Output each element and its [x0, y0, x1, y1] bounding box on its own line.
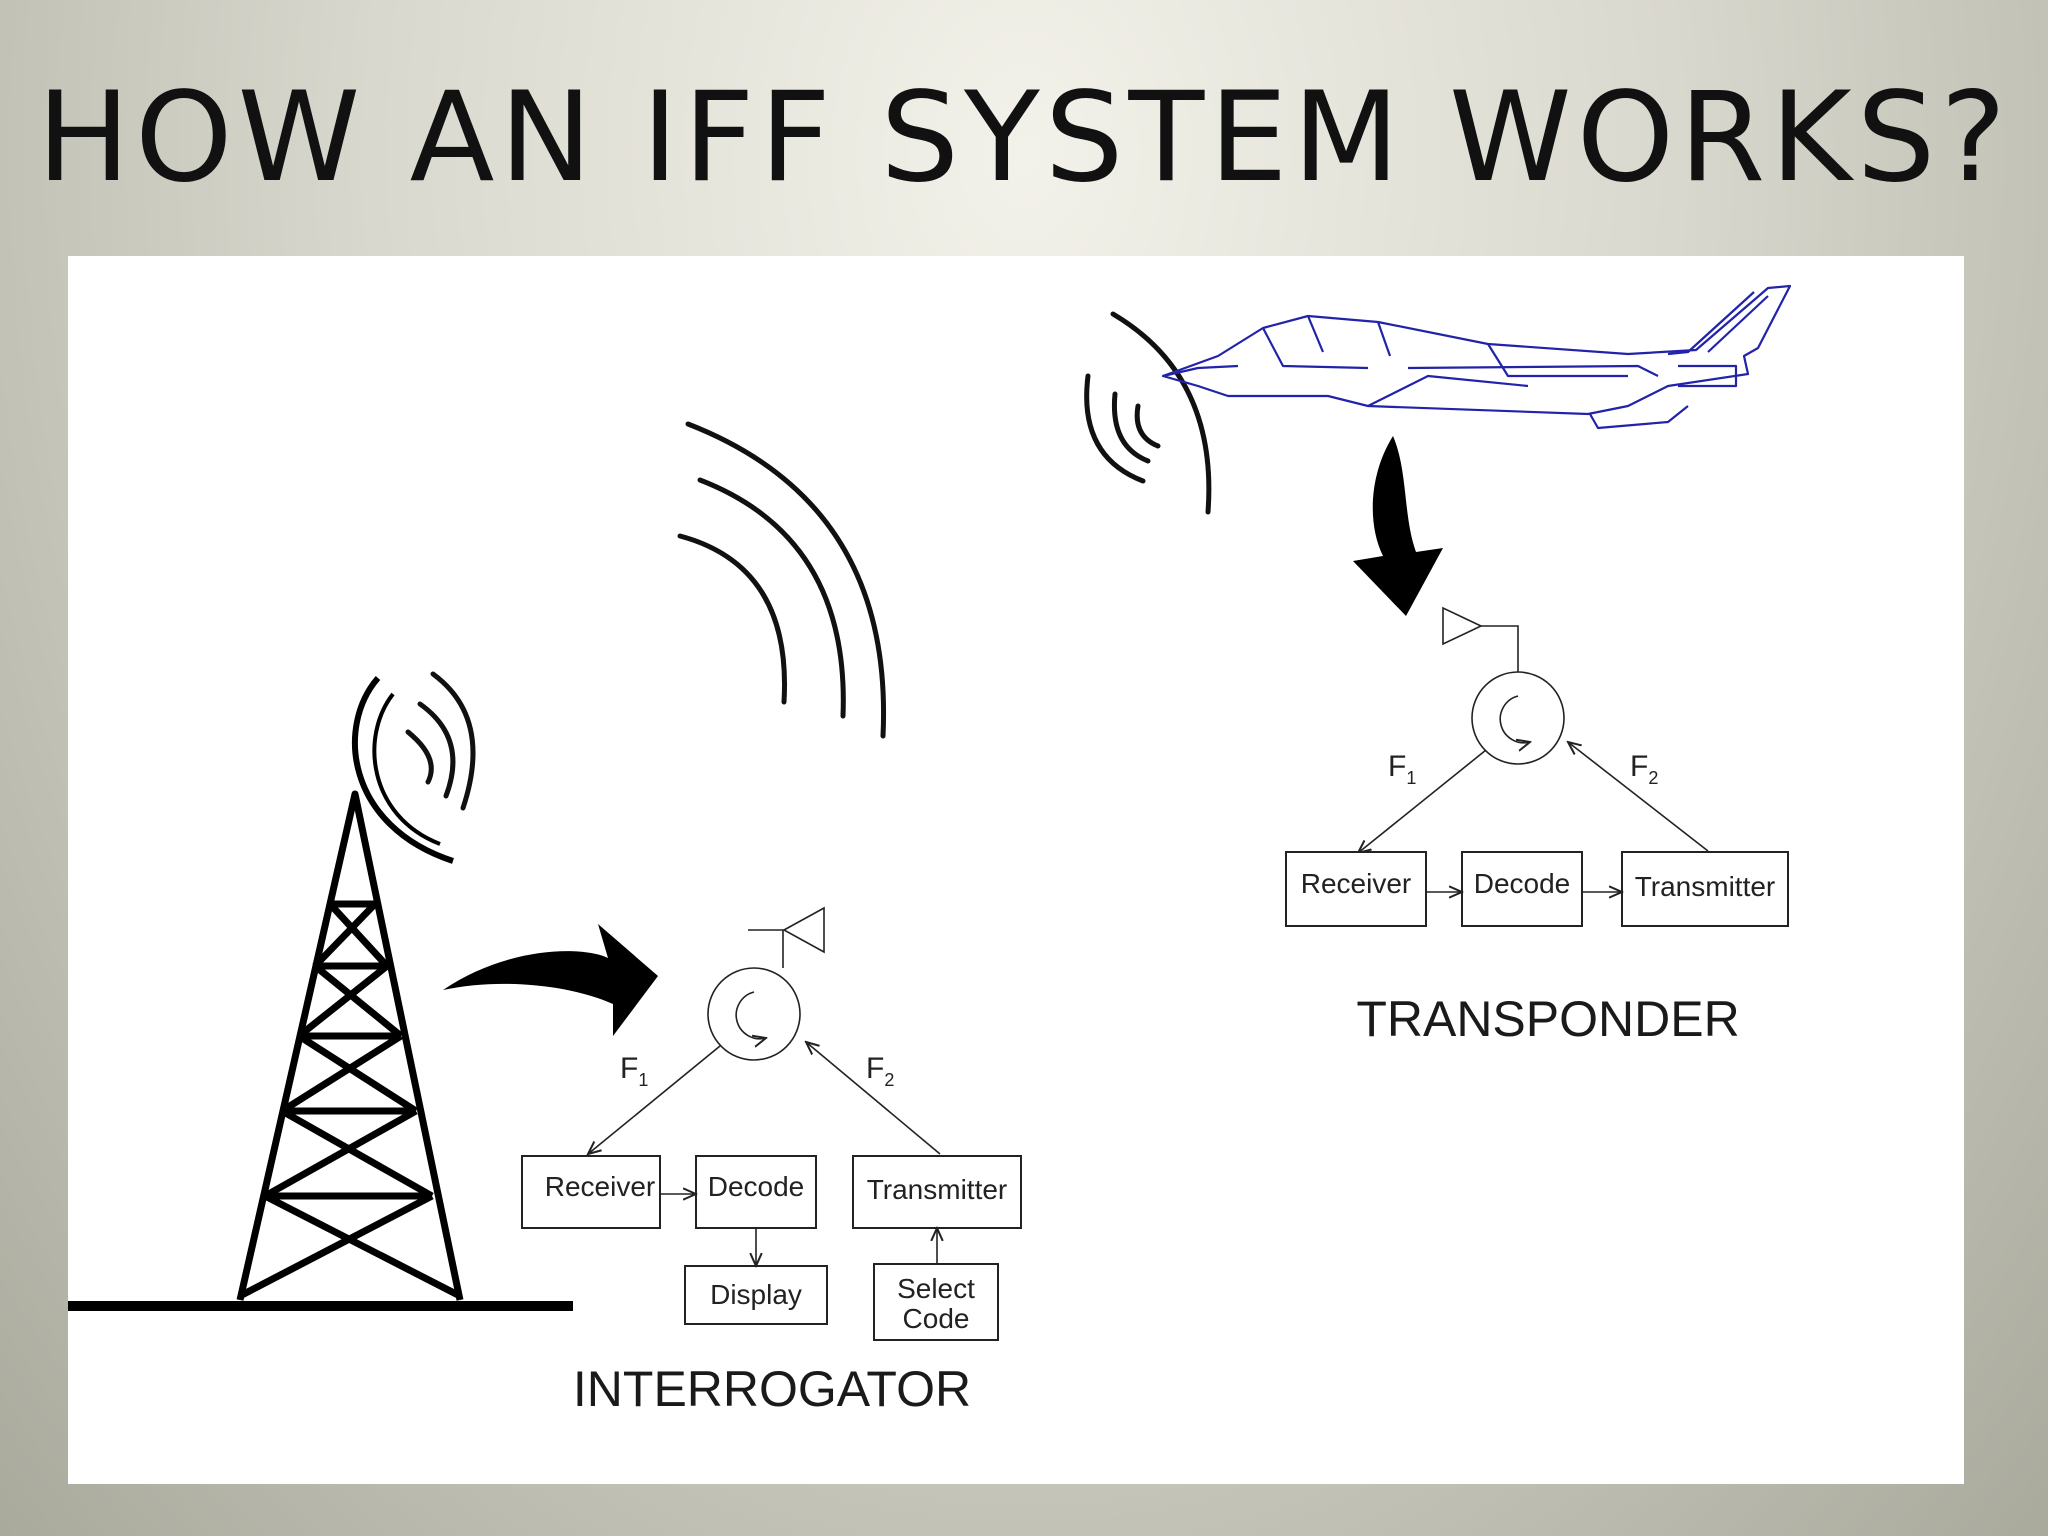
interrogator-select-code-line1: Select — [897, 1273, 975, 1304]
curved-arrow-icon — [443, 924, 658, 1036]
interrogator-receiver-box — [521, 1155, 661, 1229]
transponder-f2-label: F2 — [1630, 750, 1658, 788]
interrogator-f1-label: F1 — [620, 1052, 648, 1090]
interrogator-receiver-label: Receiver — [545, 1171, 655, 1202]
transponder-receiver-box — [1285, 851, 1427, 927]
antenna-icon — [748, 906, 825, 968]
diagram-panel: F1 F2 Receiver Decode Transmitter TRANSP… — [68, 256, 1964, 1484]
transponder-f1-label: F1 — [1388, 750, 1416, 788]
interrogator-block: F1 F2 Receiver Decode Transmitter Displa… — [521, 906, 1022, 1417]
interrogator-decode-box — [695, 1155, 817, 1229]
interrogator-display-box — [684, 1265, 828, 1325]
antenna-icon — [1442, 606, 1519, 672]
transponder-transmitter-label: Transmitter — [1635, 871, 1776, 902]
interrogator-transmitter-label: Transmitter — [867, 1174, 1008, 1205]
curved-arrow-icon — [1353, 436, 1443, 616]
radio-wave-icon — [405, 421, 887, 811]
interrogator-decode-label: Decode — [708, 1171, 805, 1202]
interrogator-select-code-line2: Code — [903, 1303, 970, 1334]
transponder-decode-label: Decode — [1474, 868, 1571, 899]
transponder-transmitter-box — [1621, 851, 1789, 927]
interrogator-select-code-box — [873, 1263, 999, 1341]
transponder-decode-box — [1461, 851, 1583, 927]
interrogator-f2-label: F2 — [866, 1052, 894, 1090]
radar-tower-icon — [236, 676, 464, 1301]
circulator-icon — [1471, 671, 1565, 765]
circulator-icon — [707, 967, 801, 1061]
interrogator-display-label: Display — [710, 1279, 802, 1310]
interrogator-label: INTERROGATOR — [573, 1361, 971, 1417]
transponder-receiver-label: Receiver — [1301, 868, 1411, 899]
fighter-jet-icon — [1161, 284, 1792, 430]
radio-wave-icon — [1084, 311, 1212, 515]
transponder-label: TRANSPONDER — [1356, 991, 1739, 1047]
slide-title: HOW AN IFF SYSTEM WORKS? — [36, 66, 2012, 210]
transponder-block: F1 F2 Receiver Decode Transmitter TRANSP… — [1285, 606, 1789, 1047]
